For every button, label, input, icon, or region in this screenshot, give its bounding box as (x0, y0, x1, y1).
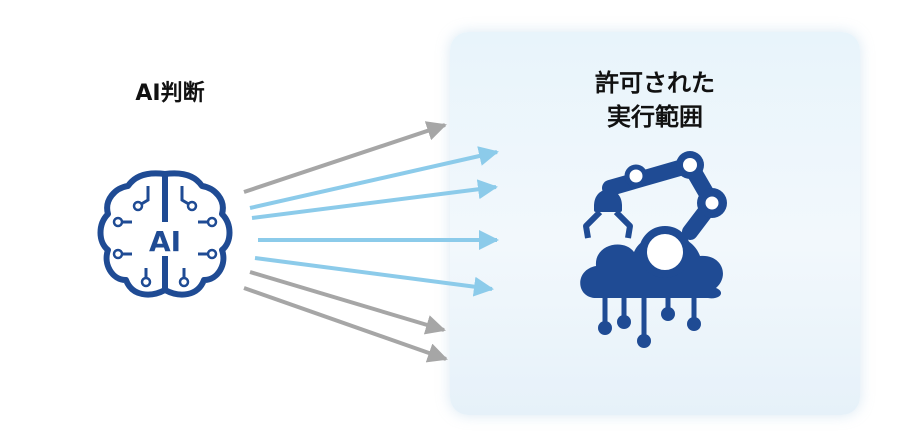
allowed-range-title: 許可された 実行範囲 (560, 66, 750, 134)
arrow-allowed-4 (254, 256, 494, 297)
allowed-range-title-line1: 許可された (595, 69, 715, 97)
brain-ai-icon: AI (97, 170, 233, 298)
arrow-outside-top (243, 121, 447, 194)
arrow-allowed-1 (249, 146, 499, 210)
robot-arm-cloud-icon (580, 151, 727, 348)
ai-judgment-label: AI判断 (135, 81, 205, 106)
brain-icon-text: AI (149, 225, 181, 258)
arrow-outside-bottom (243, 286, 448, 363)
allowed-range-title-line2: 実行範囲 (607, 103, 703, 131)
arrow-outside-middle (249, 270, 446, 335)
decision-arrows (243, 121, 499, 363)
arrow-allowed-2 (251, 179, 498, 220)
allowed-range-panel (450, 32, 860, 415)
